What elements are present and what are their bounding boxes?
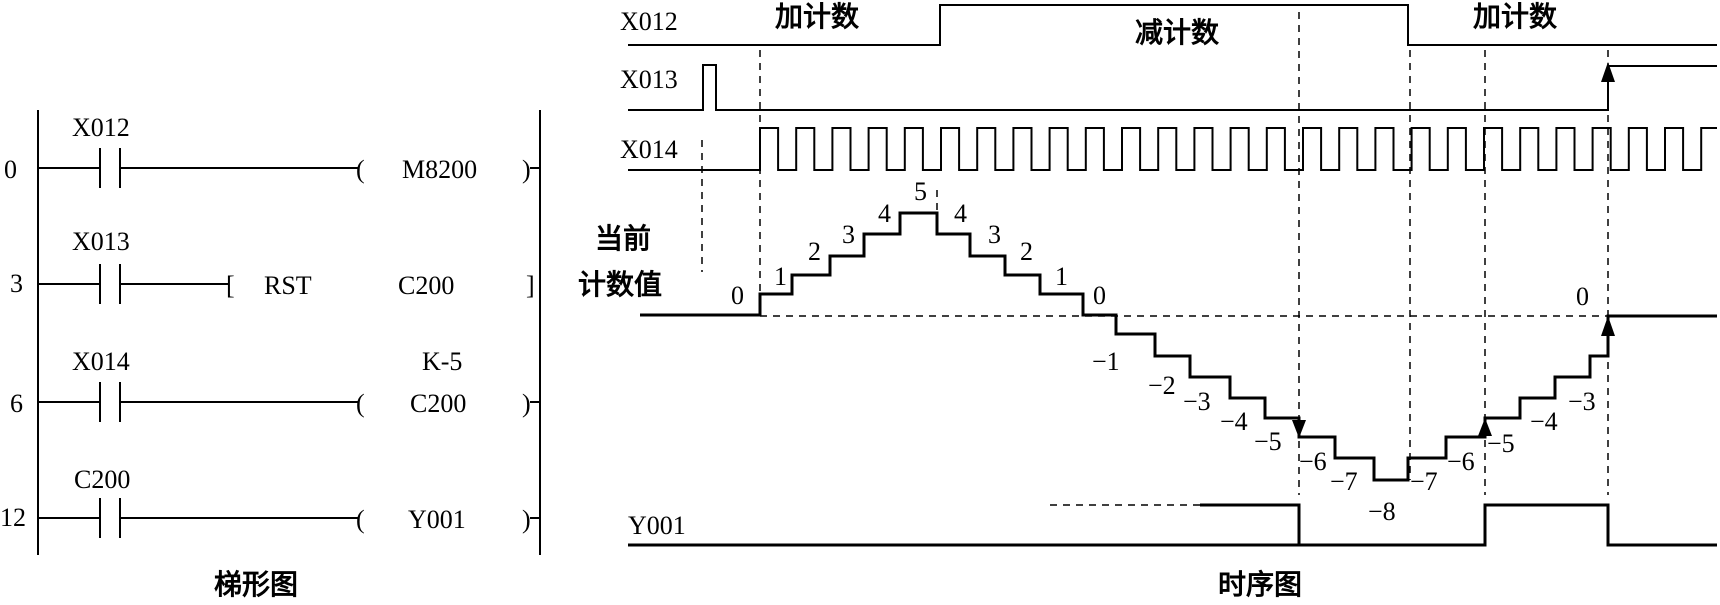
- count-label: −5: [1254, 427, 1282, 456]
- instr-open-bracket: [: [226, 271, 235, 300]
- signal-label-x014: X014: [620, 135, 678, 164]
- count-label: −2: [1148, 371, 1176, 400]
- arrow-down-icon: [1292, 420, 1306, 438]
- coil-label: M8200: [402, 155, 477, 184]
- count-label: −1: [1092, 347, 1120, 376]
- step-number: 3: [10, 269, 23, 298]
- count-label: 0: [731, 281, 744, 310]
- waveform-x013: [628, 64, 1717, 111]
- mode-label-up-2: 加计数: [1473, 0, 1558, 33]
- count-label: −6: [1447, 447, 1475, 476]
- count-label: −3: [1183, 387, 1211, 416]
- count-label: 0: [1576, 282, 1589, 311]
- arrow-up-icon: [1478, 418, 1492, 436]
- count-label: −7: [1410, 467, 1438, 496]
- count-label: 4: [954, 199, 967, 228]
- count-label: −4: [1530, 407, 1558, 436]
- rung-12: 12 C200 ( Y001 ): [0, 465, 540, 538]
- rung-0: 0 X012 ( M8200 ): [4, 113, 540, 188]
- waveform-x012: [628, 4, 1717, 46]
- coil-open-paren: (: [356, 155, 365, 184]
- count-label: −7: [1330, 467, 1358, 496]
- arrow-up-icon: [1601, 62, 1615, 82]
- dashed-markers: [701, 12, 1609, 506]
- waveform-x014: [628, 127, 1717, 171]
- signal-label-x013: X013: [620, 65, 678, 94]
- mode-label-up-1: 加计数: [775, 0, 860, 33]
- step-number: 6: [10, 389, 23, 418]
- count-label: 0: [1093, 281, 1106, 310]
- rung-3: 3 X013 [ RST C200 ]: [10, 227, 535, 304]
- count-label: 4: [878, 199, 891, 228]
- contact-label: X012: [72, 113, 130, 142]
- coil-open-paren: (: [356, 505, 365, 534]
- signal-label-x012: X012: [620, 7, 678, 36]
- count-label: −5: [1487, 429, 1515, 458]
- waveform-y001: [1200, 503, 1717, 547]
- count-staircase: [640, 211, 1717, 482]
- count-label: 3: [842, 220, 855, 249]
- instr-operand: C200: [398, 271, 454, 300]
- count-label: 2: [808, 237, 821, 266]
- timing-diagram: X012 加计数 减计数 加计数 X013 X014 当前 计数值 0 1 2 …: [578, 0, 1717, 601]
- instr-close-bracket: ]: [526, 271, 535, 300]
- contact-label: X014: [72, 347, 130, 376]
- value-label-line-2: 计数值: [578, 268, 662, 301]
- count-labels: 0 1 2 3 4 5 4 3 2 1 0 −1 −2 −3 −4 −5 −6 …: [731, 177, 1596, 526]
- count-label: −3: [1568, 387, 1596, 416]
- rung-6: 6 X014 K-5 ( C200 ): [10, 347, 540, 422]
- coil-parameter: K-5: [422, 347, 462, 376]
- count-label: 2: [1020, 237, 1033, 266]
- contact-label: X013: [72, 227, 130, 256]
- count-label: 1: [1055, 262, 1068, 291]
- mode-label-down: 减计数: [1135, 16, 1220, 49]
- step-number: 0: [4, 155, 17, 184]
- count-label: −4: [1220, 407, 1248, 436]
- instr-label: RST: [264, 271, 312, 300]
- ladder-caption: 梯形图: [214, 568, 298, 601]
- contact-label: C200: [74, 465, 130, 494]
- arrow-up-icon: [1601, 316, 1615, 336]
- coil-close-paren: ): [522, 155, 531, 184]
- count-label: 5: [914, 177, 927, 206]
- step-number: 12: [0, 503, 26, 532]
- coil-open-paren: (: [356, 389, 365, 418]
- ladder-diagram: 0 X012 ( M8200 ) 3 X013 [ RST C200 ] 6: [0, 110, 541, 601]
- timing-caption: 时序图: [1218, 568, 1302, 601]
- count-label: 3: [988, 220, 1001, 249]
- count-label: −6: [1299, 447, 1327, 476]
- signal-label-y001: Y001: [628, 511, 686, 540]
- count-label: 1: [774, 262, 787, 291]
- count-label: −8: [1368, 497, 1396, 526]
- coil-label: C200: [410, 389, 466, 418]
- coil-close-paren: ): [522, 389, 531, 418]
- coil-label: Y001: [408, 505, 466, 534]
- value-label-line-1: 当前: [595, 222, 651, 255]
- coil-close-paren: ): [522, 505, 531, 534]
